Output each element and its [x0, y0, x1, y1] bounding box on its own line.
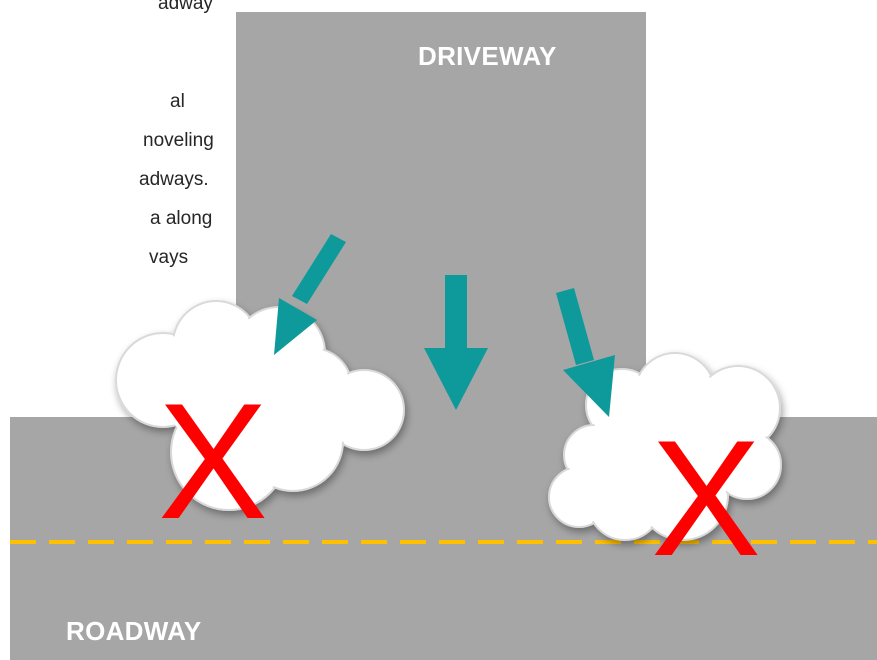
no-snow-x-left: X [158, 369, 268, 553]
no-snow-x-right: X [651, 406, 761, 590]
driveway-label: DRIVEWAY [418, 41, 557, 72]
roadway-label: ROADWAY [66, 616, 202, 647]
